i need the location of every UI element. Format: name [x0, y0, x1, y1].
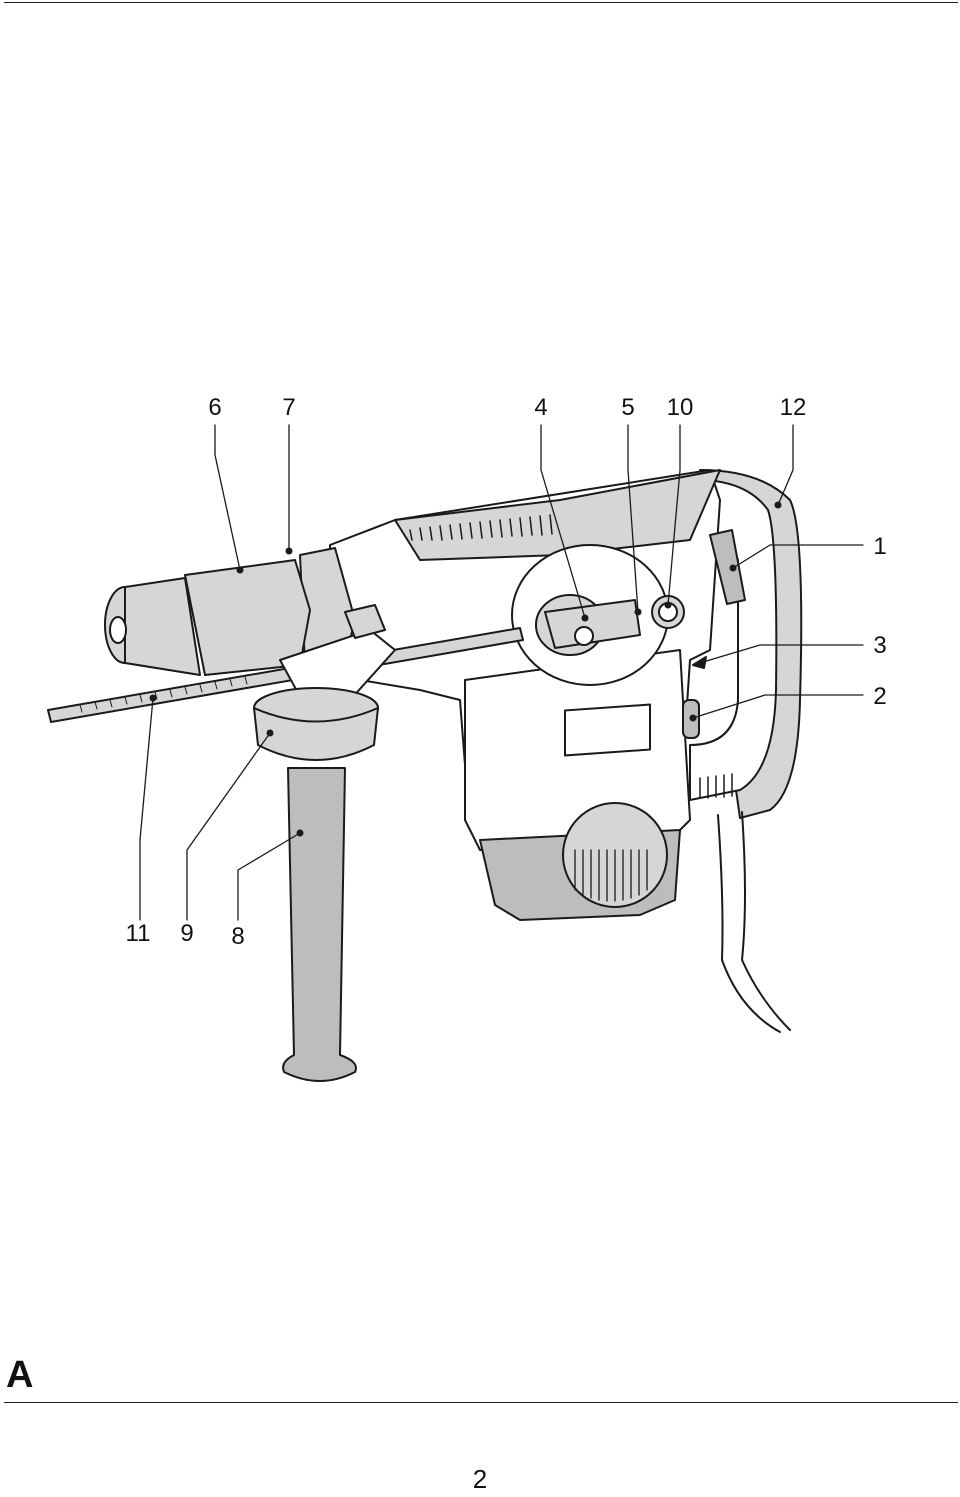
- depth-lock-knob: [344, 604, 386, 639]
- top-vent-strip: [394, 469, 721, 561]
- nameplate: [564, 703, 651, 757]
- callout-1: 1: [873, 533, 887, 560]
- callout-5: 5: [621, 394, 635, 421]
- callout-12: 12: [779, 394, 807, 421]
- callout-4: 4: [534, 394, 548, 421]
- bottom-rule: [4, 1402, 958, 1403]
- callout-7: 7: [282, 394, 296, 421]
- callout-9: 9: [180, 920, 194, 947]
- callout-8: 8: [231, 923, 245, 950]
- callout-6: 6: [208, 394, 222, 421]
- chuck-body: [184, 559, 311, 676]
- arrow-3: [692, 656, 707, 669]
- callout-11: 11: [125, 920, 151, 947]
- callout-2: 2: [873, 683, 887, 710]
- figure-letter: A: [6, 1354, 34, 1396]
- aux-handle-grip: [282, 767, 357, 1082]
- depth-rod-scale: [79, 676, 248, 713]
- aux-handle-collar: [253, 707, 379, 761]
- side-vents: [699, 773, 733, 799]
- leader-dots: [149, 501, 782, 837]
- page-number: 2: [472, 1464, 488, 1494]
- mode-selector-lever: [544, 599, 641, 649]
- trigger-switch: [709, 529, 746, 605]
- callout-3: 3: [873, 632, 887, 659]
- fan-grille: [574, 849, 648, 902]
- leader-lines: [139, 424, 864, 921]
- callout-10: 10: [666, 394, 694, 421]
- power-cord: [741, 811, 791, 1031]
- top-vents: [409, 514, 553, 541]
- top-rule: [4, 2, 958, 3]
